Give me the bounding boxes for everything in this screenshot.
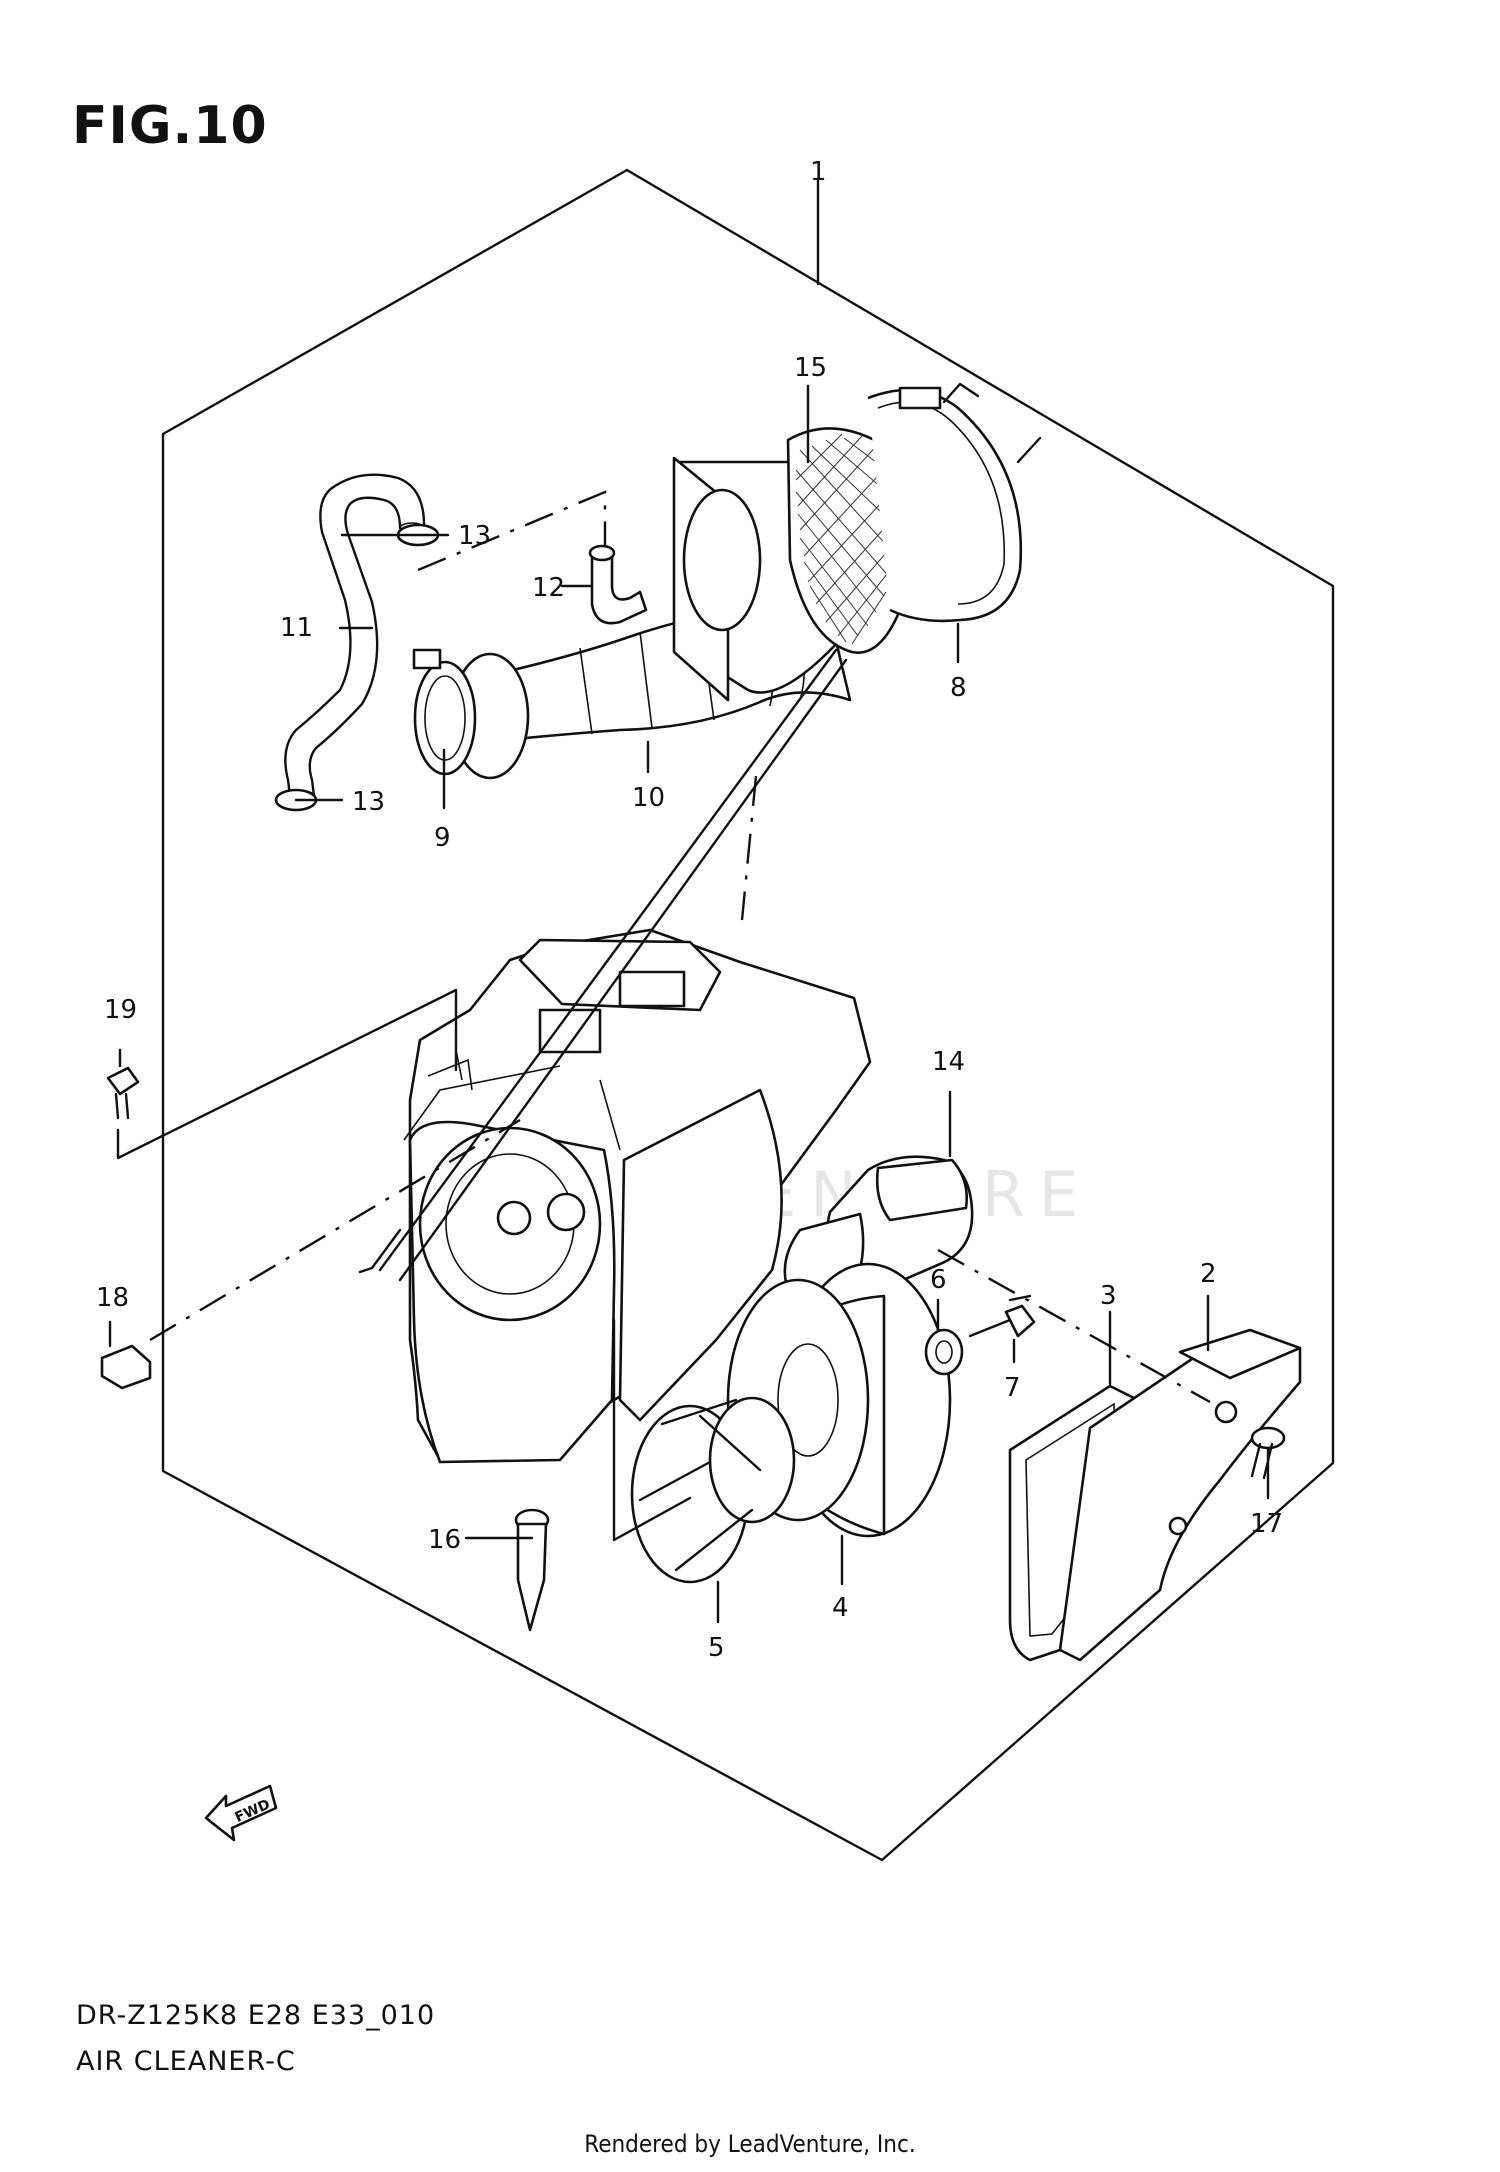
assembly-name: AIR CLEANER-C: [76, 2046, 296, 2077]
callout-16: 16: [428, 1525, 461, 1555]
callout-10: 10: [632, 783, 665, 813]
case-bolt: [106, 1066, 140, 1120]
callout-6: 6: [930, 1265, 947, 1295]
render-credit: Rendered by LeadVenture, Inc.: [584, 2130, 916, 2158]
callout-19: 19: [104, 995, 137, 1025]
callout-15: 15: [794, 353, 827, 383]
grommet: [924, 1328, 964, 1376]
case-clip: [100, 1344, 152, 1390]
callout-8: 8: [950, 673, 967, 703]
outlet-clamp: [412, 648, 530, 780]
callout-7: 7: [1004, 1373, 1021, 1403]
assembly-boundary: [161, 168, 1335, 1862]
wing-bolt: [968, 1294, 1036, 1338]
forward-arrow: FWD: [204, 1784, 278, 1842]
callout-2: 2: [1200, 1259, 1217, 1289]
drain-plug: [514, 1508, 550, 1632]
figure-title: FIG.10: [72, 96, 268, 156]
callout-3: 3: [1100, 1281, 1117, 1311]
callout-11: 11: [280, 613, 313, 643]
callout-12: 12: [532, 573, 565, 603]
element-holder: [630, 1396, 796, 1584]
callout-18: 18: [96, 1283, 129, 1313]
cleaner-cover: [1058, 1328, 1302, 1662]
callout-17: 17: [1250, 1509, 1283, 1539]
breather-fitting: [588, 544, 648, 625]
callout-5: 5: [708, 1633, 725, 1663]
callout-4: 4: [832, 1593, 849, 1623]
callout-14: 14: [932, 1047, 965, 1077]
callout-1: 1: [810, 157, 827, 187]
callout-13: 13: [458, 521, 491, 551]
callout-9: 9: [434, 823, 451, 853]
filter-band: [867, 382, 1042, 623]
model-code: DR-Z125K8 E28 E33_010: [76, 2000, 436, 2031]
callout-13-lower: 13: [352, 787, 385, 817]
